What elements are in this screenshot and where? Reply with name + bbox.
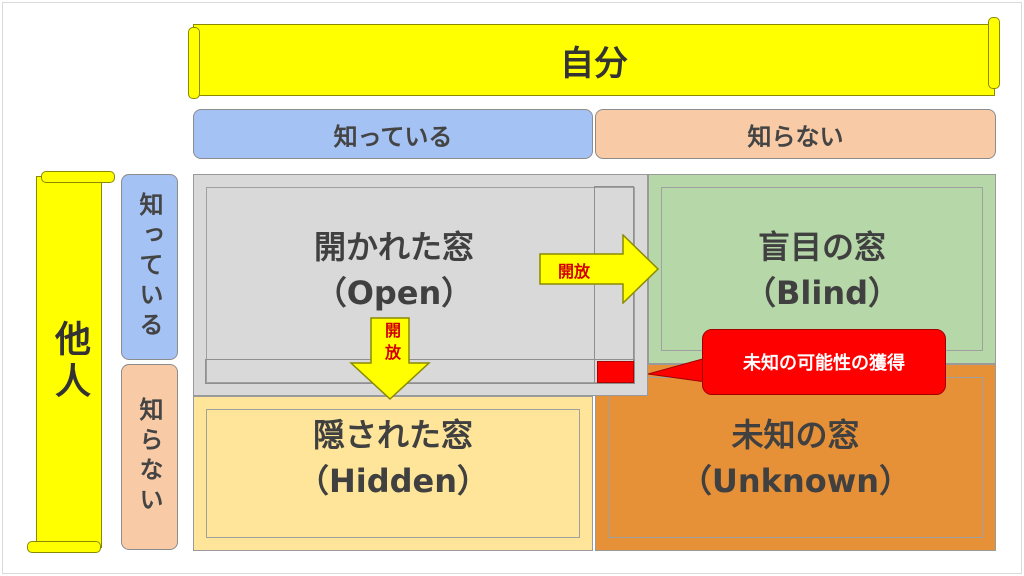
unknown-window-inner xyxy=(608,377,983,538)
unknown-potential-callout: 未知の可能性の獲得 xyxy=(702,329,946,395)
self-scroll-banner: 自分 xyxy=(188,17,1000,99)
open-right-arrow-icon xyxy=(539,234,660,304)
open-right-arrow-label: 開放 xyxy=(558,262,591,281)
callout-pointer xyxy=(648,357,707,383)
open-down-arrow-label: 開放 xyxy=(382,322,401,366)
acquired-area-marker xyxy=(597,361,634,383)
hidden-window: 隠された窓 （Hidden） xyxy=(193,396,593,551)
open-down-arrow-icon xyxy=(349,317,431,401)
hidden-window-subtitle: （Hidden） xyxy=(296,462,490,500)
open-window-title: 開かれた窓 xyxy=(313,228,474,266)
blind-window-subtitle: （Blind） xyxy=(743,274,901,312)
hidden-window-inner xyxy=(206,409,580,538)
row-header-unknown: 知らない xyxy=(121,364,178,550)
row-header-known: 知っている xyxy=(121,174,178,360)
hidden-window-title: 隠された窓 xyxy=(312,416,473,454)
open-window-subtitle: （Open） xyxy=(314,274,474,312)
unknown-window-title: 未知の窓 xyxy=(731,416,860,454)
open-expansion-guide-horizontal xyxy=(205,359,635,384)
blind-window-title: 盲目の窓 xyxy=(757,228,886,266)
column-header-known: 知っている xyxy=(193,109,593,159)
unknown-window: 未知の窓 （Unknown） xyxy=(595,364,996,551)
blind-window-inner xyxy=(661,187,983,351)
unknown-window-subtitle: （Unknown） xyxy=(679,462,912,500)
others-scroll-banner: 他人 xyxy=(27,171,115,553)
others-label: 他人 xyxy=(49,320,90,404)
self-label: 自分 xyxy=(560,43,628,84)
column-header-unknown: 知らない xyxy=(595,109,996,159)
